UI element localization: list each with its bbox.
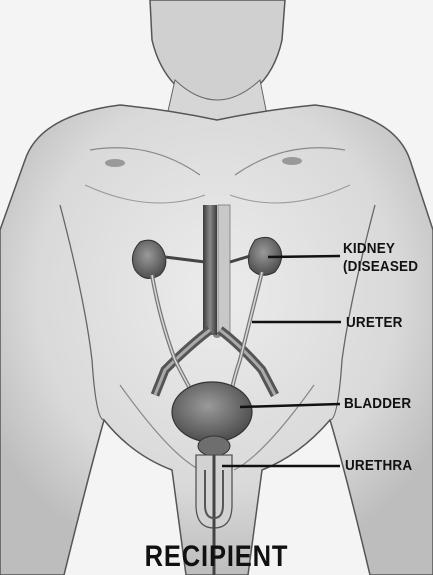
kidney-leader (268, 256, 340, 257)
diagram-caption: RECIPIENT (32, 540, 400, 574)
label-ureter: URETER (346, 314, 403, 331)
aorta (203, 205, 217, 335)
label-bladder: BLADDER (344, 395, 411, 412)
head (150, 0, 285, 108)
bladder (172, 382, 252, 442)
vena-cava (218, 205, 230, 335)
prostate (198, 436, 230, 456)
right-nipple (282, 157, 302, 165)
label-kidney-diseased: (DISEASED (343, 258, 418, 275)
label-kidney: KIDNEY (343, 240, 395, 257)
label-urethra: URETHRA (345, 457, 412, 474)
left-nipple (105, 159, 125, 167)
